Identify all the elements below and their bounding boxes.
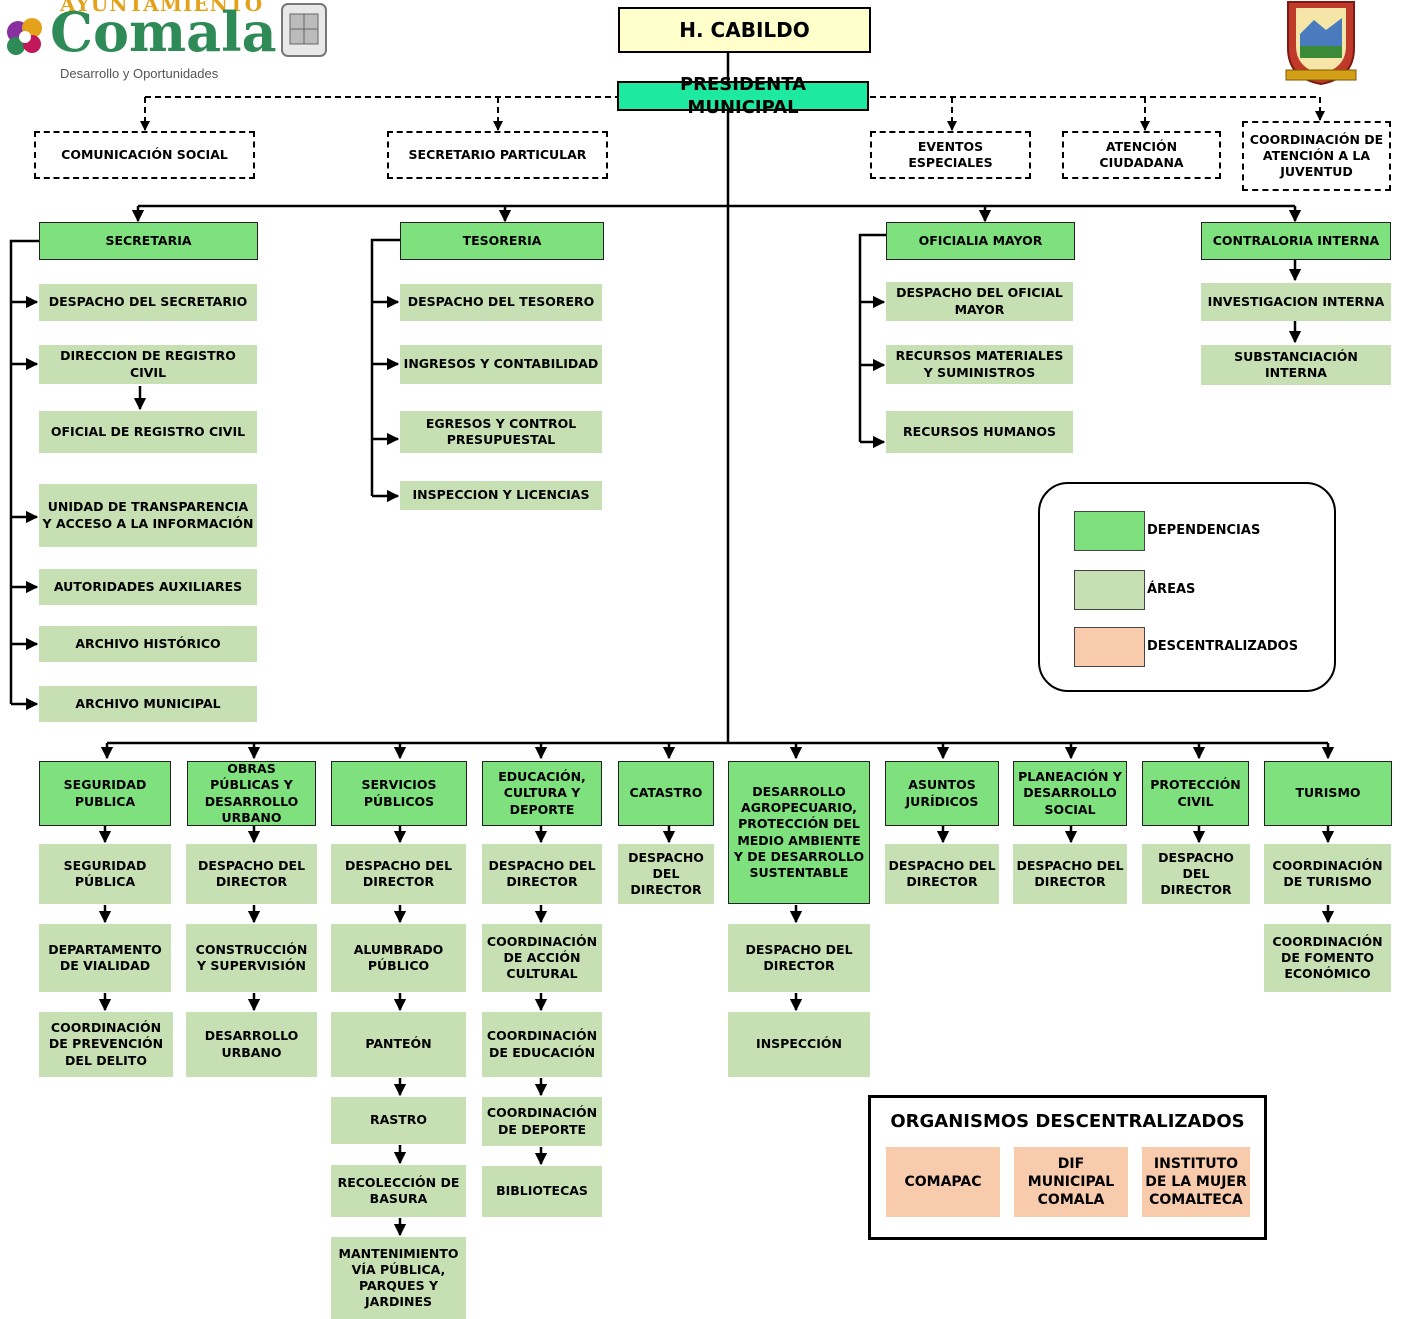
proteccion-civil-box[interactable]: PROTECCIÓN CIVIL [1142, 761, 1249, 826]
area-box[interactable]: RECURSOS MATERIALES Y SUMINISTROS [886, 345, 1073, 384]
area-box[interactable]: OFICIAL DE REGISTRO CIVIL [39, 411, 257, 453]
municipal-seal-icon [281, 3, 327, 57]
area-box[interactable]: DESPACHO DEL DIRECTOR [186, 844, 317, 904]
desarrollo-agropecuario-box[interactable]: DESARROLLO AGROPECUARIO, PROTECCIÓN DEL … [728, 761, 870, 904]
logo-word-top: AYUNTAMIENTO [60, 0, 264, 16]
legend-label-descentralizados: DESCENTRALIZADOS [1147, 639, 1299, 654]
secretario-particular-box[interactable]: SECRETARIO PARTICULAR [387, 131, 608, 179]
seguridad-publica-box[interactable]: SEGURIDAD PUBLICA [39, 761, 171, 826]
presidenta-municipal-box[interactable]: PRESIDENTA MUNICIPAL [617, 74, 869, 118]
asuntos-juridicos-box[interactable]: ASUNTOS JURÍDICOS [885, 761, 999, 826]
area-box[interactable]: SEGURIDAD PÚBLICA [39, 844, 171, 904]
area-box[interactable]: INGRESOS Y CONTABILIDAD [400, 345, 602, 384]
area-box[interactable]: INSPECCION Y LICENCIAS [400, 481, 602, 510]
area-box[interactable]: ARCHIVO HISTÓRICO [39, 626, 257, 662]
area-box[interactable]: RASTRO [331, 1097, 466, 1144]
area-box[interactable]: DESPACHO DEL OFICIAL MAYOR [886, 282, 1073, 321]
eventos-especiales-box[interactable]: EVENTOS ESPECIALES [870, 131, 1031, 179]
area-box[interactable]: COORDINACIÓN DE DEPORTE [482, 1097, 602, 1146]
tesoreria-box[interactable]: TESORERIA [400, 222, 604, 260]
area-box[interactable]: UNIDAD DE TRANSPARENCIA Y ACCESO A LA IN… [39, 484, 257, 547]
area-box[interactable]: SUBSTANCIACIÓN INTERNA [1201, 345, 1391, 385]
area-box[interactable]: COORDINACIÓN DE ACCIÓN CULTURAL [482, 924, 602, 992]
turismo-box[interactable]: TURISMO [1264, 761, 1392, 826]
atencion-ciudadana-box[interactable]: ATENCIÓN CIUDADANA [1062, 131, 1221, 179]
area-box[interactable]: DIRECCION DE REGISTRO CIVIL [39, 345, 257, 384]
coat-of-arms-icon [1285, 1, 1357, 86]
flower-icon [7, 18, 42, 55]
area-box[interactable]: COORDINACIÓN DE TURISMO [1264, 844, 1391, 904]
area-box[interactable]: DESPACHO DEL DIRECTOR [885, 844, 999, 904]
area-box[interactable]: AUTORIDADES AUXILIARES [39, 569, 257, 605]
area-box[interactable]: CONSTRUCCIÓN Y SUPERVISIÓN [186, 924, 317, 992]
h-cabildo-box[interactable]: H. CABILDO [618, 7, 871, 53]
legend-swatch-descentralizados [1074, 627, 1145, 667]
area-box[interactable]: MANTENIMIENTO VÍA PÚBLICA, PARQUES Y JAR… [331, 1237, 466, 1319]
legend-label-areas: ÁREAS [1147, 582, 1196, 597]
area-box[interactable]: INSPECCIÓN [728, 1012, 870, 1077]
area-box[interactable]: BIBLIOTECAS [482, 1166, 602, 1217]
organismos-title: ORGANISMOS DESCENTRALIZADOS [890, 1111, 1245, 1132]
area-box[interactable]: COORDINACIÓN DE PREVENCIÓN DEL DELITO [39, 1012, 173, 1077]
area-box[interactable]: RECURSOS HUMANOS [886, 411, 1073, 453]
legend-swatch-dependencias [1074, 511, 1145, 551]
comapac-box[interactable]: COMAPAC [886, 1147, 1000, 1217]
logo-word-main: Comala [50, 0, 277, 64]
ayuntamiento-logo: AYUNTAMIENTO Comala Desarrollo y Oportun… [0, 0, 340, 84]
secretaria-box[interactable]: SECRETARIA [39, 222, 258, 260]
area-box[interactable]: DESPACHO DEL DIRECTOR [618, 844, 714, 904]
area-box[interactable]: DESPACHO DEL DIRECTOR [728, 924, 870, 992]
area-box[interactable]: ARCHIVO MUNICIPAL [39, 686, 257, 722]
area-box[interactable]: COORDINACIÓN DE FOMENTO ECONÓMICO [1264, 924, 1391, 992]
area-box[interactable]: DESPACHO DEL TESORERO [400, 284, 602, 321]
area-box[interactable]: EGRESOS Y CONTROL PRESUPUESTAL [400, 411, 602, 453]
area-box[interactable]: DEPARTAMENTO DE VIALIDAD [39, 924, 171, 992]
area-box[interactable]: COORDINACIÓN DE EDUCACIÓN [482, 1012, 602, 1077]
planeacion-desarrollo-social-box[interactable]: PLANEACIÓN Y DESARROLLO SOCIAL [1013, 761, 1127, 826]
atencion-juventud-box[interactable]: COORDINACIÓN DE ATENCIÓN A LA JUVENTUD [1242, 121, 1391, 191]
educacion-cultura-deporte-box[interactable]: EDUCACIÓN, CULTURA Y DEPORTE [482, 761, 602, 826]
area-box[interactable]: INVESTIGACION INTERNA [1201, 283, 1391, 321]
area-box[interactable]: DESPACHO DEL DIRECTOR [1013, 844, 1127, 904]
area-box[interactable]: DESPACHO DEL DIRECTOR [1142, 844, 1250, 904]
legend: DEPENDENCIAS ÁREAS DESCENTRALIZADOS [1038, 482, 1336, 692]
catastro-box[interactable]: CATASTRO [618, 761, 714, 826]
area-box[interactable]: PANTEÓN [331, 1012, 466, 1077]
area-box[interactable]: DESPACHO DEL DIRECTOR [331, 844, 466, 904]
organismos-descentralizados-panel: ORGANISMOS DESCENTRALIZADOS COMAPAC DIF … [868, 1095, 1267, 1240]
legend-label-dependencias: DEPENDENCIAS [1147, 523, 1261, 538]
comunicacion-social-box[interactable]: COMUNICACIÓN SOCIAL [34, 131, 255, 179]
area-box[interactable]: DESARROLLO URBANO [186, 1012, 317, 1077]
obras-publicas-box[interactable]: OBRAS PÚBLICAS Y DESARROLLO URBANO [187, 761, 316, 826]
oficialia-mayor-box[interactable]: OFICIALIA MAYOR [886, 222, 1075, 260]
area-box[interactable]: RECOLECCIÓN DE BASURA [331, 1165, 466, 1217]
dif-municipal-box[interactable]: DIF MUNICIPAL COMALA [1014, 1147, 1128, 1217]
instituto-mujer-box[interactable]: INSTITUTO DE LA MUJER COMALTECA [1142, 1147, 1250, 1217]
servicios-publicos-box[interactable]: SERVICIOS PÚBLICOS [331, 761, 467, 826]
contraloria-interna-box[interactable]: CONTRALORIA INTERNA [1201, 222, 1391, 260]
area-box[interactable]: DESPACHO DEL SECRETARIO [39, 284, 257, 321]
legend-swatch-areas [1074, 570, 1145, 610]
logo-tagline: Desarrollo y Oportunidades [60, 66, 219, 81]
area-box[interactable]: ALUMBRADO PÚBLICO [331, 924, 466, 992]
area-box[interactable]: DESPACHO DEL DIRECTOR [482, 844, 602, 904]
